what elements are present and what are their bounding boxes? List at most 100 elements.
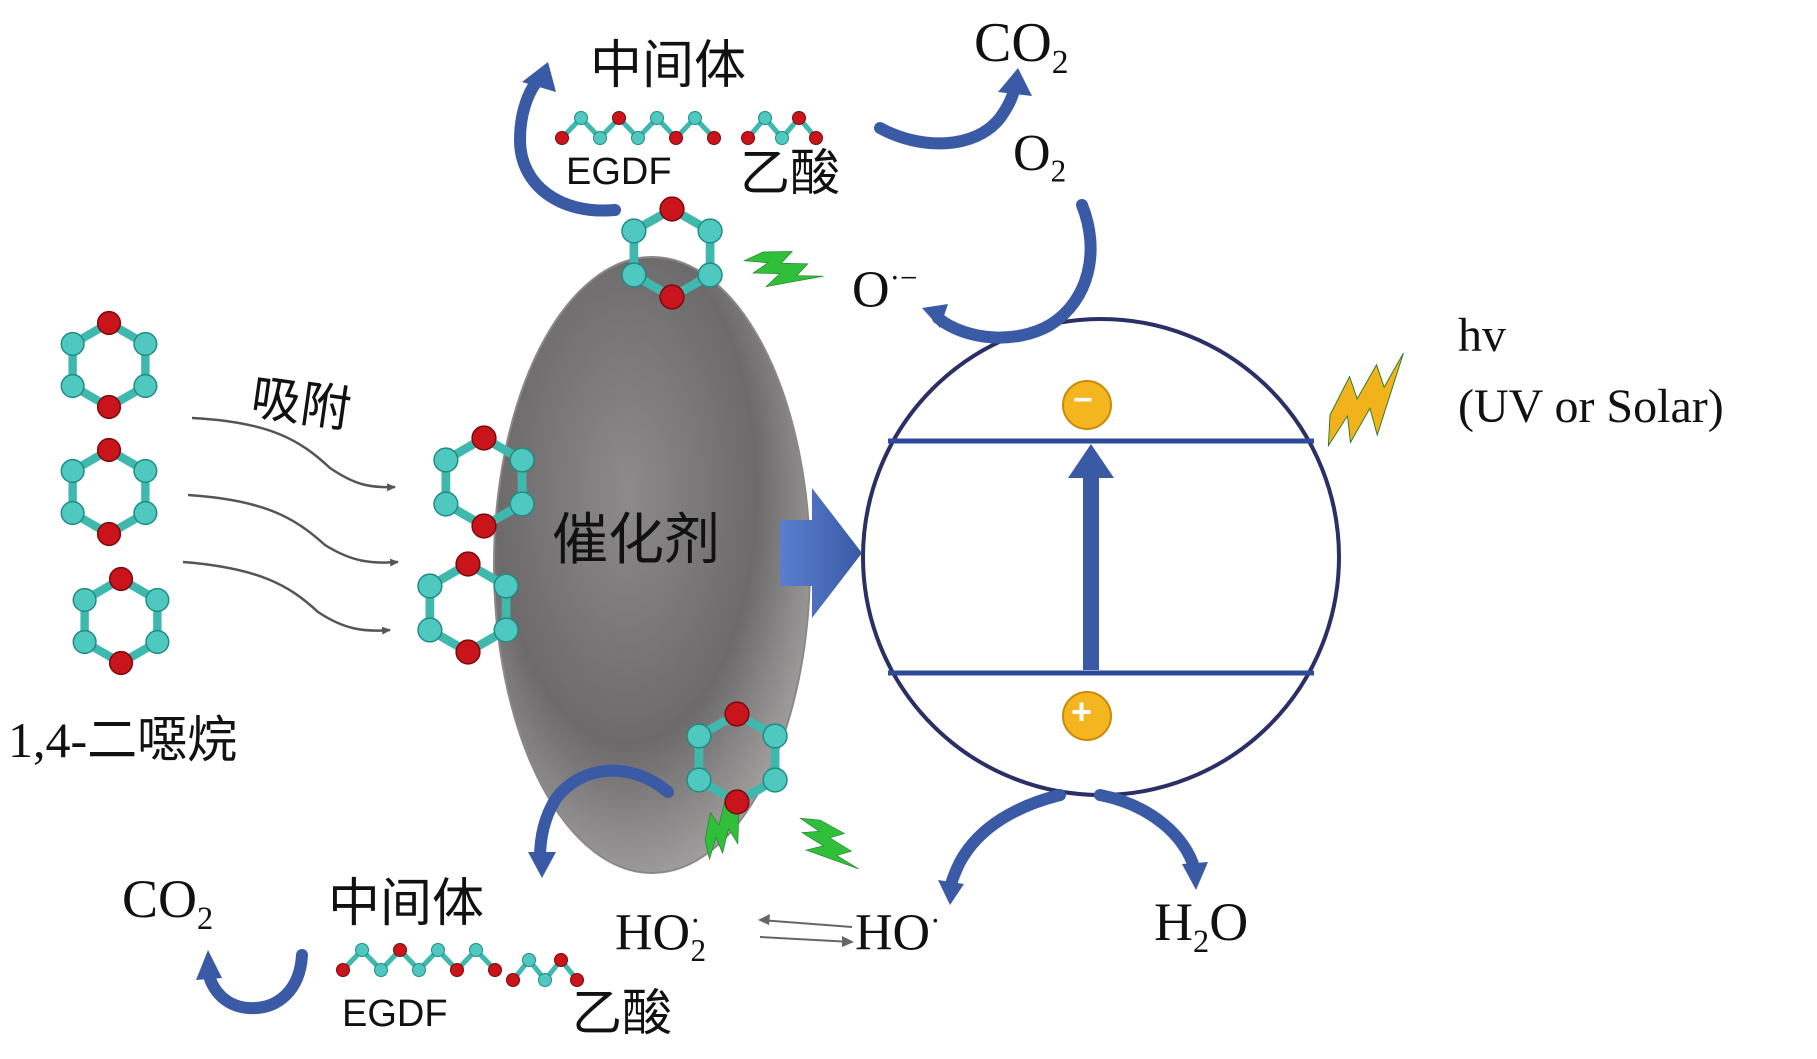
intermediate-top-label: 中间体	[590, 36, 747, 96]
oxygen-atom	[659, 284, 685, 310]
curved-arrow-h2o-to-hydroxyl	[938, 789, 1066, 905]
carbon-atom	[697, 218, 723, 244]
carbon-atom	[469, 943, 483, 957]
carbon-atom	[355, 943, 369, 957]
curved-arrow-bottom-co2	[196, 949, 308, 1015]
oxygen-atom	[669, 131, 683, 145]
carbon-atom	[593, 131, 607, 145]
dioxane-molecule-adsorbed-1	[433, 425, 535, 539]
dioxane-label: 1,4-二噁烷	[8, 712, 238, 768]
oxygen-atom	[455, 639, 481, 665]
carbon-atom	[417, 573, 443, 599]
dioxane-molecule-adsorbed-bottom	[686, 701, 788, 815]
acetic-acid-molecule-top	[741, 111, 823, 145]
carbon-atom	[133, 331, 158, 357]
oxygen-atom	[336, 963, 350, 977]
co2-bottom-label: CO2	[122, 869, 214, 937]
oxygen-atom	[741, 131, 755, 145]
carbon-atom	[145, 629, 170, 655]
superoxide-label: O·−	[852, 260, 918, 319]
adsorption-arrow-3	[182, 560, 391, 635]
carbon-atom	[758, 111, 772, 125]
adsorption-label: 吸附	[247, 368, 355, 440]
curved-arrow-o2-superoxide	[922, 199, 1097, 344]
oxygen-atom	[96, 310, 122, 336]
carbon-atom	[762, 767, 788, 793]
catalyst-label: 催化剂	[552, 508, 720, 573]
acetic-acid-top-label: 乙酸	[740, 144, 840, 202]
acetic-acid-molecule-bottom	[506, 953, 584, 987]
oxygen-atom	[555, 131, 569, 145]
carbon-atom	[60, 458, 85, 484]
hole-sign: +	[1071, 691, 1093, 732]
oxygen-atom	[724, 701, 750, 727]
oxygen-atom	[96, 437, 122, 463]
oxygen-atom	[506, 973, 520, 987]
hydroperoxyl-label: HO·2	[615, 903, 707, 968]
excitation-arrow-head	[1068, 444, 1114, 478]
carbon-atom	[60, 500, 85, 526]
dioxane-molecule-free-2	[60, 437, 158, 547]
equilibrium-arrow-left	[759, 919, 853, 928]
carbon-atom	[762, 723, 788, 749]
carbon-atom	[621, 262, 647, 288]
curved-arrow-water-side	[1094, 789, 1208, 890]
carbon-atom	[509, 447, 535, 473]
carbon-atom	[433, 447, 459, 473]
lightning-bolt-light-icon	[1327, 352, 1404, 448]
egdf-top-label: EGDF	[566, 151, 672, 193]
carbon-atom	[133, 373, 158, 399]
carbon-atom	[697, 262, 723, 288]
dioxane-molecule-free-1	[60, 310, 158, 420]
carbon-atom	[431, 943, 445, 957]
oxygen-atom	[554, 953, 568, 967]
oxygen-atom	[724, 789, 750, 815]
hydroxyl-radical-label: HO·	[855, 903, 941, 962]
carbon-atom	[686, 767, 712, 793]
egdf-bottom-label: EGDF	[342, 993, 448, 1035]
carbon-atom	[650, 111, 664, 125]
carbon-atom	[493, 573, 519, 599]
oxygen-atom	[707, 131, 721, 145]
carbon-atom	[509, 491, 535, 517]
intermediate-bottom-label: 中间体	[328, 874, 485, 934]
light-source-label: (UV or Solar)	[1458, 380, 1724, 433]
egdf-molecule-top	[555, 111, 721, 145]
oxygen-atom	[570, 973, 584, 987]
equilibrium-arrow-left-head	[758, 914, 770, 925]
oxygen-atom	[96, 394, 122, 420]
egdf-molecule-bottom	[336, 943, 502, 977]
co2-top-label: CO2	[974, 12, 1069, 82]
curved-arrow-top-co2	[874, 68, 1032, 150]
water-label: H2O	[1154, 892, 1249, 960]
oxygen-atom	[108, 566, 134, 592]
transfer-arrow-icon	[780, 488, 862, 618]
oxygen-atom	[471, 425, 497, 451]
adsorption-arrow-1	[191, 416, 396, 492]
electron-sign: −	[1073, 381, 1093, 419]
oxygen-atom	[488, 963, 502, 977]
curved-arrow-bottom-left	[528, 764, 674, 878]
dioxane-molecule-free-3	[72, 566, 170, 676]
excitation-arrow-shaft	[1083, 470, 1099, 670]
electron-charge-icon	[1062, 380, 1112, 430]
lightning-bolt-superoxide-icon	[742, 251, 824, 288]
oxygen-atom	[455, 551, 481, 577]
carbon-atom	[775, 131, 789, 145]
carbon-atom	[72, 587, 97, 613]
carbon-atom	[686, 723, 712, 749]
oxygen-atom	[393, 943, 407, 957]
carbon-atom	[412, 963, 426, 977]
lightning-bolt-hydroperoxyl-icon	[704, 788, 740, 861]
adsorption-arrow-2	[187, 493, 399, 567]
acetic-acid-bottom-label: 乙酸	[572, 984, 672, 1042]
oxygen-atom	[450, 963, 464, 977]
oxygen-atom	[96, 521, 122, 547]
carbon-atom	[574, 111, 588, 125]
oxygen-atom	[471, 513, 497, 539]
carbon-atom	[60, 331, 85, 357]
dioxane-molecule-adsorbed-2	[417, 551, 519, 665]
equilibrium-arrow-right	[759, 936, 853, 943]
